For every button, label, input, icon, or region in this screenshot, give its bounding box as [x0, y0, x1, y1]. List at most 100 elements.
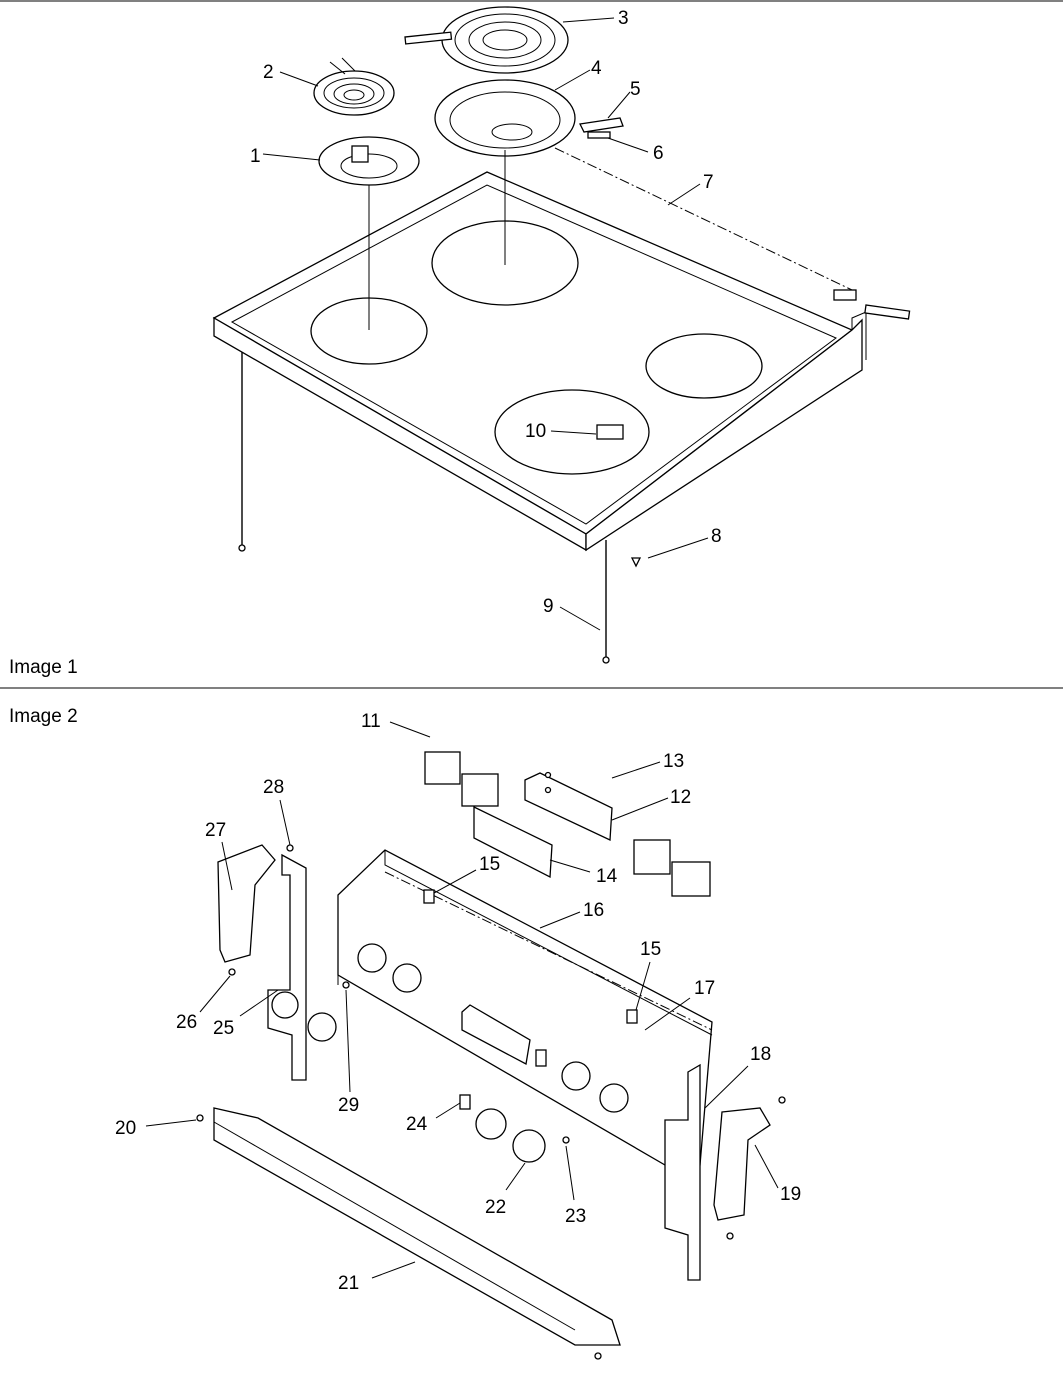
bracket-part-5	[579, 117, 624, 133]
coil-ring-f	[482, 29, 528, 51]
coil-small-terminal-a	[329, 61, 346, 75]
electronic-clock-control	[524, 772, 613, 841]
end-bracket-left	[267, 853, 307, 1081]
knob-front-2	[512, 1129, 546, 1163]
callout-9: 9	[543, 596, 554, 617]
end-cap-right	[713, 1107, 771, 1221]
front-trim-fold	[213, 1121, 576, 1331]
cooktop-assembly	[212, 6, 911, 664]
coil-small-terminal-b	[341, 57, 356, 72]
callout-28: 28	[263, 777, 284, 798]
leaders-image1	[262, 17, 709, 631]
switch-11d	[671, 861, 711, 897]
leader-18	[704, 1065, 749, 1109]
cooktop-inner-rim	[230, 184, 837, 525]
leader-8	[647, 537, 709, 559]
leader-29	[345, 989, 351, 1093]
leader-3	[562, 17, 615, 23]
control-panel-assembly	[196, 751, 786, 1360]
callout-15b: 15	[640, 939, 661, 960]
knob-front-1	[475, 1108, 507, 1140]
backguard-top-flange	[384, 850, 713, 1036]
callout-16: 16	[583, 900, 604, 921]
panel-knob-opening-4	[599, 1083, 629, 1113]
screw-29	[342, 981, 350, 989]
end-cap-left	[217, 844, 276, 963]
knob-left-lower	[307, 1012, 337, 1042]
screw-20	[196, 1114, 204, 1122]
callout-15a: 15	[479, 854, 500, 875]
callout-17: 17	[694, 978, 715, 999]
clip-part-8	[630, 557, 642, 568]
screw-21	[594, 1352, 602, 1360]
axis-rear	[554, 147, 853, 291]
callout-7: 7	[703, 172, 714, 193]
callout-13: 13	[663, 751, 684, 772]
leader-24	[435, 1102, 461, 1119]
callout-23: 23	[565, 1206, 586, 1227]
leader-1	[262, 153, 321, 161]
panel-knob-opening-2	[392, 963, 422, 993]
callout-25: 25	[213, 1018, 234, 1039]
callout-20: 20	[115, 1118, 136, 1139]
switch-11c	[633, 839, 671, 875]
screw-23	[562, 1136, 570, 1144]
callout-18: 18	[750, 1044, 771, 1065]
screw-13a	[544, 771, 552, 779]
leader-2	[279, 71, 319, 87]
display-window	[461, 1004, 531, 1065]
switch-11b	[461, 773, 499, 807]
rod-right-tip	[602, 656, 610, 664]
leader-11	[389, 721, 431, 738]
leader-16	[539, 911, 581, 929]
leader-15a	[433, 869, 477, 894]
cooktop-right-edge	[585, 318, 863, 552]
bracket-rear-arm	[864, 304, 911, 320]
callout-6: 6	[653, 143, 664, 164]
callout-2: 2	[263, 62, 274, 83]
coil-ring-a	[323, 77, 385, 109]
clip-15b	[626, 1009, 638, 1024]
screw-28	[286, 844, 294, 852]
callout-11: 11	[361, 711, 381, 732]
caption-image-1: Image 1	[9, 657, 78, 678]
receptacle-part-10	[596, 424, 624, 440]
leader-21	[371, 1261, 416, 1279]
leader-6	[607, 137, 649, 153]
drip-pan-small-inner	[340, 153, 398, 179]
leader-4	[554, 69, 591, 91]
rod-left-tip	[238, 544, 246, 552]
callout-22: 22	[485, 1197, 506, 1218]
coil-ring-e	[468, 21, 542, 59]
coil-large-terminal	[404, 31, 453, 45]
leader-10	[550, 430, 597, 435]
leader-28	[279, 799, 291, 846]
screw-13b	[544, 786, 552, 794]
drip-pan-large-center	[491, 123, 533, 141]
clip-24	[459, 1094, 471, 1110]
drip-pan-large	[434, 79, 576, 157]
leader-17	[644, 997, 691, 1031]
callout-4: 4	[591, 58, 602, 79]
callout-8: 8	[711, 526, 722, 547]
leaders-image2	[145, 721, 779, 1279]
clip-15a	[423, 889, 435, 904]
drip-pan-large-rim	[449, 91, 561, 149]
coil-ring-d	[454, 13, 556, 67]
panel-knob-opening-3	[561, 1061, 591, 1091]
callout-24: 24	[406, 1114, 428, 1135]
drip-pan-small-tab	[351, 145, 369, 163]
leader-20	[145, 1119, 197, 1127]
callout-14: 14	[596, 866, 618, 887]
leader-14	[549, 859, 591, 873]
screw-26	[228, 968, 236, 976]
callout-21: 21	[338, 1273, 359, 1294]
coil-ring-c	[343, 89, 365, 101]
trim-line-16	[384, 871, 713, 1031]
panel-knob-opening-1	[357, 943, 387, 973]
callout-19: 19	[780, 1184, 801, 1205]
leader-7	[667, 183, 701, 206]
burner-opening-right-rear	[645, 333, 763, 399]
backguard-panel	[337, 849, 713, 1166]
